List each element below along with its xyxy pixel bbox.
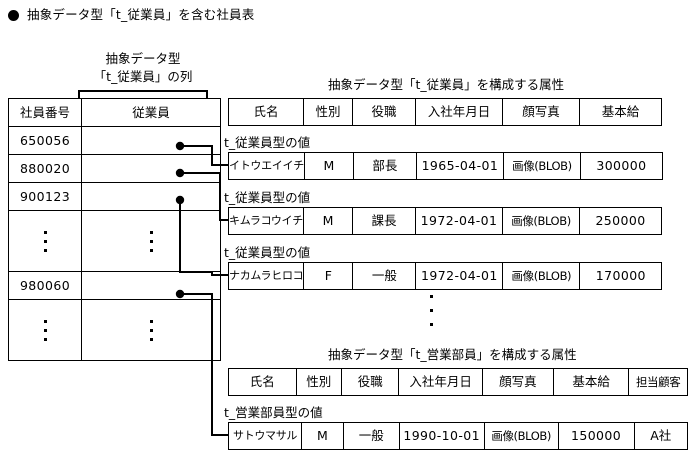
header-post: 役職	[352, 98, 416, 126]
cell-name: ナカムラヒロコ	[227, 262, 305, 290]
cell-name: サトウマサル	[227, 422, 303, 450]
header-photo: 顔写真	[481, 368, 554, 396]
cell-salary: 150000	[557, 422, 635, 450]
table-row: ナカムラヒロコ F 一般 1972-04-01 画像(BLOB) 170000	[227, 262, 663, 290]
table-header-row: 氏名 性別 役職 入社年月日 顔写真 基本給 担当顧客	[228, 368, 688, 396]
cell-employee-no: 650056	[8, 126, 82, 155]
cell-post: 一般	[352, 262, 417, 290]
table-row-ellipsis	[8, 299, 221, 361]
cell-ellipsis	[8, 299, 82, 361]
cell-employee-ref	[81, 271, 221, 300]
header-salary: 基本給	[579, 98, 662, 126]
employee-table: 社員番号 従業員 650056 880020 900123	[8, 98, 221, 361]
cell-post: 部長	[352, 152, 417, 180]
header-salary: 基本給	[552, 368, 630, 396]
table-row: 880020	[8, 154, 221, 183]
header-employee-value: 従業員	[81, 98, 221, 127]
table-row: 650056	[8, 126, 221, 155]
header-name: 氏名	[228, 98, 304, 126]
employee-type-value-row: ナカムラヒロコ F 一般 1972-04-01 画像(BLOB) 170000	[227, 262, 663, 290]
cell-salary: 300000	[579, 152, 663, 180]
table-row: 900123	[8, 182, 221, 211]
employee-type-value-row: キムラコウイチ M 課長 1972-04-01 画像(BLOB) 250000	[228, 207, 662, 235]
abstract-type-column-label: 抽象データ型 「t_従業員」の列	[60, 50, 226, 86]
cell-sex: M	[301, 422, 344, 450]
employee-type-attribute-header: 氏名 性別 役職 入社年月日 顔写真 基本給	[228, 98, 662, 126]
employee-type-value-row: イトウエイイチ M 部長 1965-04-01 画像(BLOB) 300000	[228, 152, 663, 180]
page-title: 抽象データ型「t_従業員」を含む社員表	[8, 8, 254, 22]
cell-employee-no: 880020	[8, 154, 82, 183]
cell-employee-ref	[81, 154, 221, 183]
header-sex: 性別	[303, 98, 353, 126]
employee-type-value-caption: t_従業員型の値	[224, 245, 311, 260]
cell-photo: 画像(BLOB)	[483, 422, 559, 450]
header-client: 担当顧客	[628, 368, 688, 396]
cell-salary: 170000	[579, 262, 663, 290]
cell-name: イトウエイイチ	[228, 152, 305, 180]
table-row: イトウエイイチ M 部長 1965-04-01 画像(BLOB) 300000	[228, 152, 663, 180]
cell-sex: F	[303, 262, 354, 290]
table-header-row: 社員番号 従業員	[8, 98, 221, 127]
cell-sex: M	[303, 152, 354, 180]
cell-hire-date: 1972-04-01	[415, 207, 503, 235]
header-employee-no: 社員番号	[8, 98, 82, 127]
cell-hire-date: 1990-10-01	[398, 422, 485, 450]
cell-ellipsis	[81, 210, 221, 272]
table-row: キムラコウイチ M 課長 1972-04-01 画像(BLOB) 250000	[228, 207, 662, 235]
header-name: 氏名	[228, 368, 297, 396]
cell-hire-date: 1965-04-01	[415, 152, 504, 180]
employee-type-value-caption: t_従業員型の値	[224, 135, 311, 150]
cell-photo: 画像(BLOB)	[502, 152, 581, 180]
header-hire-date: 入社年月日	[398, 368, 483, 396]
sales-type-attribute-header: 氏名 性別 役職 入社年月日 顔写真 基本給 担当顧客	[228, 368, 688, 396]
cell-post: 一般	[342, 422, 400, 450]
bullet-icon	[8, 9, 19, 21]
sales-type-attributes-caption: 抽象データ型「t_営業部員」を構成する属性	[328, 347, 577, 362]
page-title-text: 抽象データ型「t_従業員」を含む社員表	[27, 7, 255, 22]
cell-post: 課長	[352, 207, 416, 235]
vertical-ellipsis-icon	[83, 212, 220, 271]
cell-name: キムラコウイチ	[228, 207, 304, 235]
sales-type-value-row: サトウマサル M 一般 1990-10-01 画像(BLOB) 150000 A…	[227, 422, 688, 450]
cell-photo: 画像(BLOB)	[502, 207, 580, 235]
header-sex: 性別	[295, 368, 343, 396]
vertical-ellipsis-icon	[83, 301, 220, 360]
table-row: 980060	[8, 271, 221, 300]
cell-employee-no: 980060	[8, 271, 82, 300]
cell-employee-ref	[81, 182, 221, 211]
header-photo: 顔写真	[502, 98, 580, 126]
vertical-ellipsis-icon	[430, 295, 433, 337]
cell-salary: 250000	[579, 207, 662, 235]
sales-type-value-caption: t_営業部員型の値	[224, 405, 323, 420]
table-row-ellipsis	[8, 210, 221, 272]
employee-type-attributes-caption: 抽象データ型「t_従業員」を構成する属性	[328, 77, 565, 92]
cell-employee-no: 900123	[8, 182, 82, 211]
cell-photo: 画像(BLOB)	[502, 262, 581, 290]
cell-hire-date: 1972-04-01	[415, 262, 504, 290]
abstract-type-column-label-line1: 抽象データ型	[105, 51, 181, 66]
column-span-bracket	[78, 90, 208, 99]
header-hire-date: 入社年月日	[415, 98, 503, 126]
cell-ellipsis	[8, 210, 82, 272]
table-row: サトウマサル M 一般 1990-10-01 画像(BLOB) 150000 A…	[227, 422, 688, 450]
vertical-ellipsis-icon	[10, 212, 81, 271]
abstract-type-column-label-line2: 「t_従業員」の列	[93, 69, 193, 84]
table-header-row: 氏名 性別 役職 入社年月日 顔写真 基本給	[228, 98, 662, 126]
header-post: 役職	[341, 368, 400, 396]
employee-type-value-caption: t_従業員型の値	[224, 190, 311, 205]
cell-ellipsis	[81, 299, 221, 361]
cell-sex: M	[303, 207, 353, 235]
vertical-ellipsis-icon	[10, 301, 81, 360]
cell-employee-ref	[81, 126, 221, 155]
cell-client: A社	[633, 422, 688, 450]
